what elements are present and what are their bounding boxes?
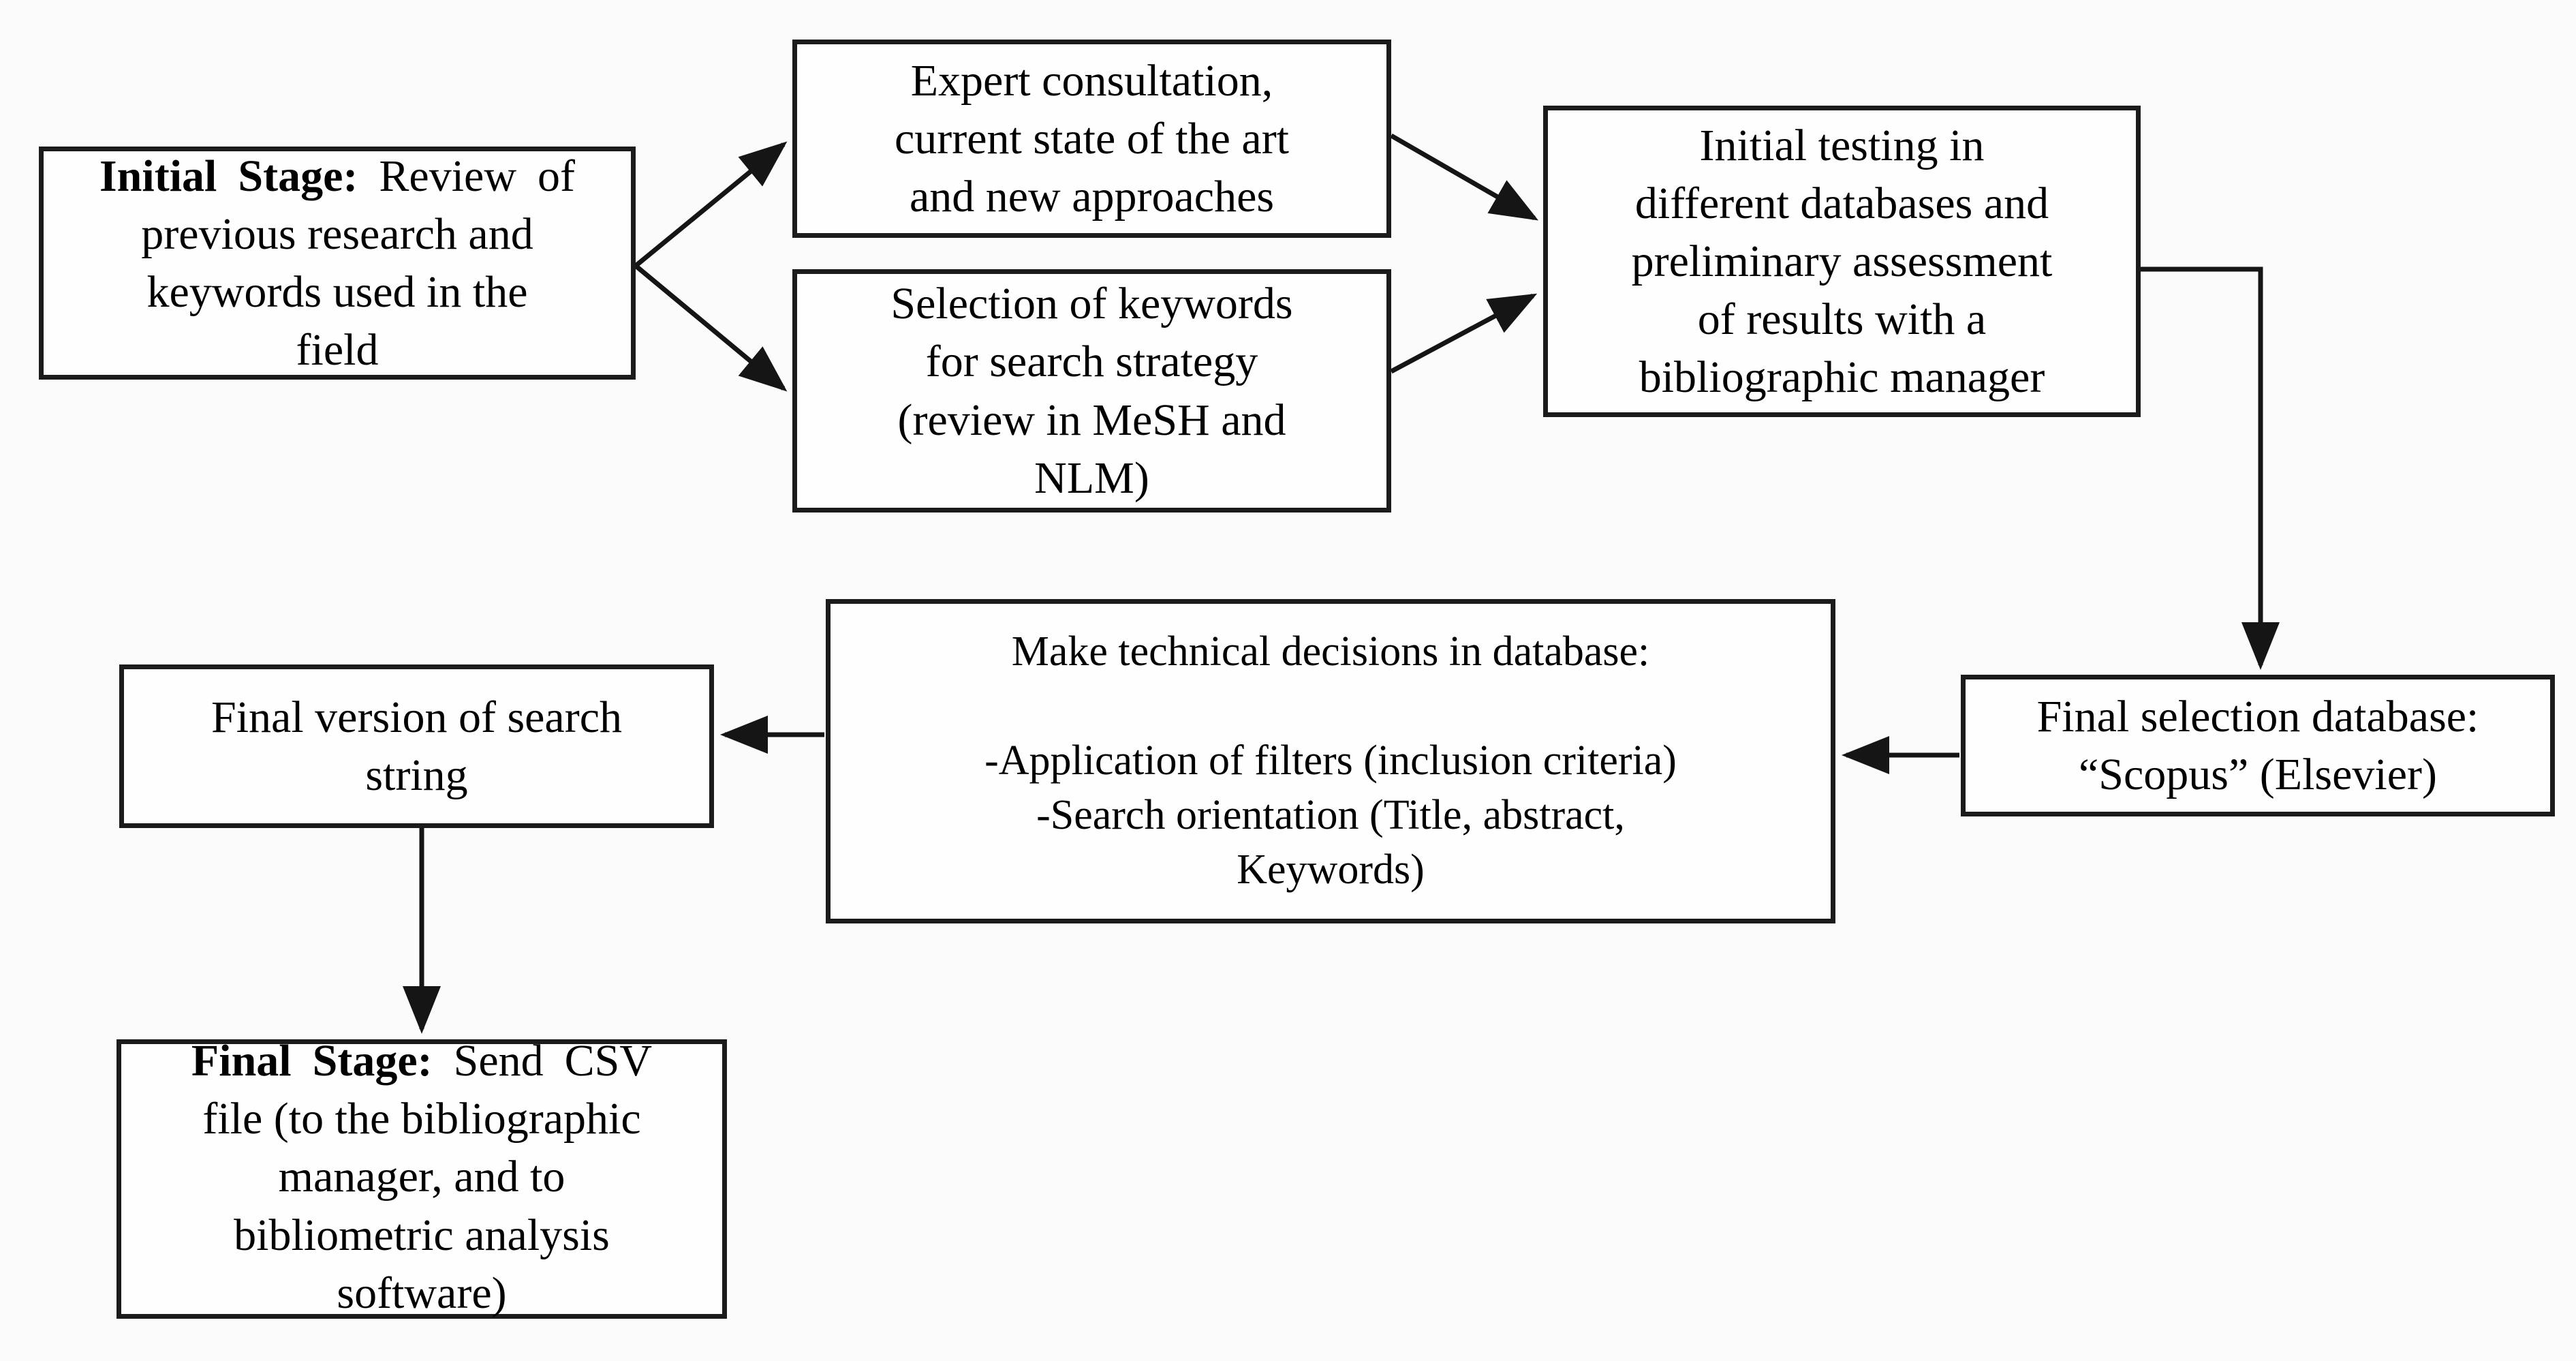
box-line: Final Stage: Send CSV: [128, 1034, 715, 1092]
box-line: file (to the bibliographic: [202, 1094, 641, 1144]
box-line: preliminary assessment: [1631, 236, 2053, 286]
box-line: Final selection database:: [2036, 691, 2479, 741]
box-line: manager, and to: [278, 1152, 565, 1202]
box-line: field: [296, 325, 379, 376]
box-line: Final version of search: [211, 692, 622, 742]
box-line: Make technical decisions in database:: [1011, 628, 1650, 675]
arrow-testing-to-database-elbow: [2141, 266, 2280, 670]
box-line: Selection of keywords: [890, 279, 1293, 329]
box-line: “Scopus” (Elsevier): [2079, 750, 2437, 799]
box-line: Initial testing in: [1699, 120, 1985, 170]
box-line: different databases and: [1634, 178, 2049, 228]
arrow-initial-to-expert: [634, 141, 788, 268]
arrow-expert-to-testing: [1390, 133, 1539, 221]
box-final-stage: Final Stage: Send CSV file (to the bibli…: [117, 1036, 727, 1319]
box-line: of results with a: [1697, 294, 1987, 345]
box-line: Expert consultation,: [910, 55, 1273, 106]
box-line: current state of the art: [894, 113, 1290, 164]
box-initial-stage: Initial Stage: Review of previous resear…: [39, 147, 636, 380]
box-line-blank: [837, 679, 1824, 734]
arrow-initial-to-keywords: [634, 264, 788, 392]
box-line-rest: Send CSV: [453, 1036, 653, 1086]
box-keyword-selection: Selection of keywords for search strateg…: [792, 269, 1391, 513]
box-final-database: Final selection database: “Scopus” (Else…: [1961, 675, 2555, 816]
box-line: software): [337, 1268, 507, 1318]
box-final-search-string: Final version of search string: [119, 664, 714, 828]
box-technical-decisions: Make technical decisions in database: -A…: [826, 599, 1835, 923]
box-line: previous research and: [141, 209, 533, 259]
box-initial-testing: Initial testing in different databases a…: [1543, 106, 2141, 417]
box-line-rest: Review of: [379, 151, 575, 201]
box-line: and new approaches: [909, 172, 1275, 222]
box-line: for search strategy: [925, 337, 1258, 387]
box-line: Initial Stage: Review of: [50, 147, 624, 205]
box-line: -Search orientation (Title, abstract,: [1036, 791, 1625, 838]
box-line: Keywords): [1237, 846, 1425, 893]
box-line: bibliometric analysis: [234, 1210, 610, 1260]
box-line: -Application of filters (inclusion crite…: [984, 737, 1677, 784]
box-expert-consultation: Expert consultation, current state of th…: [792, 40, 1391, 238]
stage-bold-label: Final Stage:: [191, 1036, 433, 1086]
box-line: (review in MeSH and: [897, 395, 1286, 445]
stage-bold-label: Initial Stage:: [99, 151, 358, 201]
arrow-keywords-to-testing: [1390, 293, 1538, 374]
box-line: keywords used in the: [146, 267, 528, 317]
box-line: bibliographic manager: [1639, 352, 2045, 403]
box-line: NLM): [1034, 453, 1149, 503]
box-line: string: [365, 750, 468, 800]
